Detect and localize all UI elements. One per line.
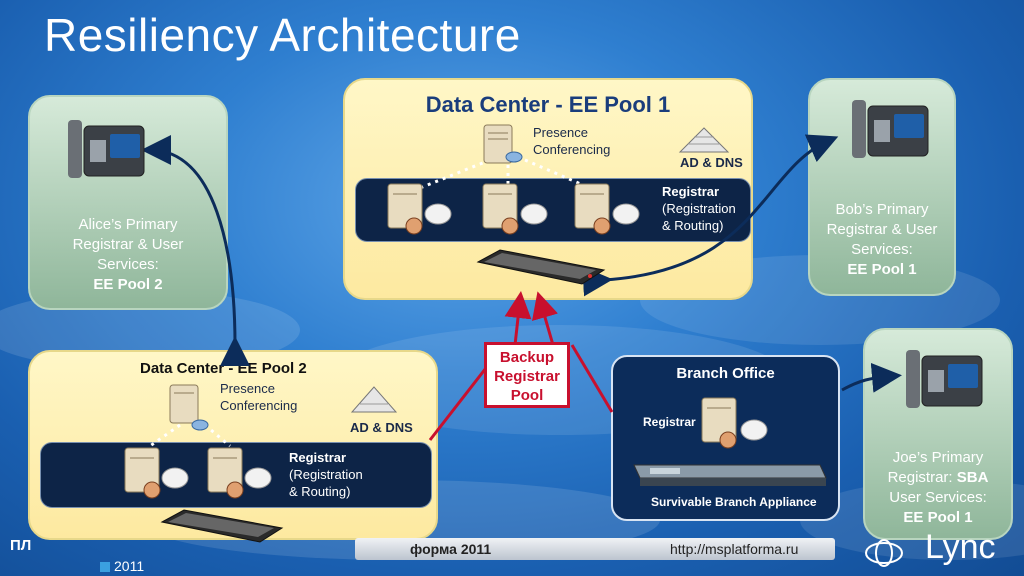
joe-line1: Joe’s Primary bbox=[892, 449, 984, 466]
survivable-branch-appliance-icon bbox=[633, 464, 827, 486]
page-title: Resiliency Architecture bbox=[44, 9, 521, 61]
dc2-load-balancer-icon bbox=[160, 509, 284, 543]
dc2-presence: Presence bbox=[220, 381, 275, 396]
dc2-ad-dns: AD & DNS bbox=[350, 420, 413, 435]
dc2-registrar-label: Registrar bbox=[289, 450, 347, 465]
bob-line2: Registrar & User bbox=[826, 221, 938, 238]
dc1-load-balancer-icon bbox=[476, 249, 606, 285]
footer-year-square-icon bbox=[100, 562, 110, 572]
dc1-ad-dns-icon bbox=[678, 127, 730, 153]
joe-line2: Registrar: bbox=[887, 469, 953, 486]
dc2-registrar-sub2: & Routing) bbox=[289, 484, 351, 499]
dc1-presence: Presence bbox=[533, 125, 588, 140]
bob-line4: EE Pool 1 bbox=[847, 261, 917, 278]
footer-url[interactable]: http://msplatforma.ru bbox=[670, 541, 799, 557]
dc2-dotted-links bbox=[149, 423, 231, 448]
branch-title: Branch Office bbox=[676, 365, 775, 382]
joe-line2-bold: SBA bbox=[956, 469, 989, 486]
branch-registrar-server-icon bbox=[701, 397, 768, 449]
backup-line3: Pool bbox=[510, 387, 544, 404]
bob-link-arrow bbox=[582, 134, 839, 297]
alice-phone-icon bbox=[68, 120, 145, 178]
dc2-registrar-server-icon-2 bbox=[207, 447, 272, 499]
joe-line3: User Services: bbox=[889, 489, 987, 506]
alice-link-arrow bbox=[141, 135, 251, 367]
footer-left-text: ПЛ bbox=[10, 537, 32, 554]
footer-year: 2011 bbox=[114, 558, 145, 574]
dc2-registrar-sub1: (Registration bbox=[289, 467, 363, 482]
lync-logo-icon bbox=[865, 539, 903, 567]
dc2-presence-server-icon bbox=[169, 384, 209, 431]
dc2-ad-dns-icon bbox=[350, 386, 398, 413]
dc1-registrar-server-icon-1 bbox=[387, 183, 452, 235]
dc1-registrar-server-icon-2 bbox=[482, 183, 548, 235]
branch-panel: Branch Office Registrar Survivable Branc… bbox=[611, 355, 840, 521]
dc2-registrar-server-icon-1 bbox=[124, 447, 189, 499]
bob-line3: Services: bbox=[851, 241, 913, 258]
dc1-title: Data Center - EE Pool 1 bbox=[425, 92, 671, 117]
footer-bar: форма 2011 http://msplatforma.ru bbox=[355, 538, 835, 560]
joe-link-arrow bbox=[841, 362, 902, 393]
backup-line1: Backup bbox=[499, 349, 555, 366]
joe-phone-icon bbox=[906, 350, 983, 408]
footer-center-text: форма 2011 bbox=[410, 541, 492, 557]
branch-registrar: Registrar bbox=[643, 415, 696, 429]
bob-phone-icon bbox=[852, 100, 929, 158]
bob-line1: Bob’s Primary bbox=[835, 201, 929, 218]
dc1-presence-server-icon bbox=[483, 124, 523, 164]
backup-registrar-pool: Backup Registrar Pool bbox=[484, 342, 570, 408]
dc2-conferencing: Conferencing bbox=[220, 398, 298, 413]
lync-logo-text: Lync bbox=[925, 528, 996, 566]
dc1-registrar-server-icon-3 bbox=[574, 183, 640, 235]
dc1-dotted-links bbox=[419, 158, 591, 190]
branch-appliance: Survivable Branch Appliance bbox=[651, 495, 817, 509]
joe-line4: EE Pool 1 bbox=[903, 509, 973, 526]
backup-line2: Registrar bbox=[494, 368, 560, 385]
dc2-panel: Data Center - EE Pool 2 Presence Confere… bbox=[28, 350, 438, 540]
